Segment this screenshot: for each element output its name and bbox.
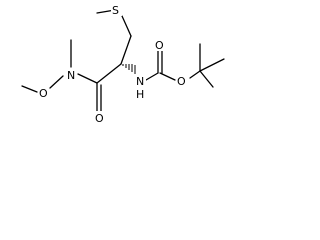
bond-alpha-carbonyl	[96, 63, 122, 84]
atom-s: S	[112, 4, 119, 17]
bond-tbu-methyl-down	[199, 70, 214, 88]
bond-tbu-methyl-right	[199, 58, 225, 72]
hashed-wedge-alpha-nh	[122, 64, 136, 74]
bond-carbamate-oester	[159, 72, 176, 81]
bond-carbonyl-n	[77, 73, 98, 84]
atom-n-carbamate: N	[136, 75, 144, 88]
chemical-structure: S N O O N H O O	[21, 3, 225, 125]
atom-o-ether: O	[39, 87, 48, 100]
bond-s-ch2	[121, 15, 132, 37]
atom-n-amide: N	[67, 69, 75, 82]
bond-ch2-alpha	[120, 35, 132, 65]
bond-nh-carbamate	[145, 72, 159, 81]
atom-labels: S N O O N H O O	[38, 3, 187, 125]
bond-o-tbu	[189, 70, 201, 79]
atom-o-carbamate-ester: O	[177, 75, 186, 88]
atom-o-amide: O	[95, 112, 104, 125]
bond-n-o	[49, 75, 64, 89]
bonds	[21, 9, 225, 115]
atom-o-carbamate-carbonyl: O	[155, 39, 164, 52]
atom-h-carbamate: H	[136, 88, 144, 101]
bond-o-methyl	[21, 85, 38, 93]
